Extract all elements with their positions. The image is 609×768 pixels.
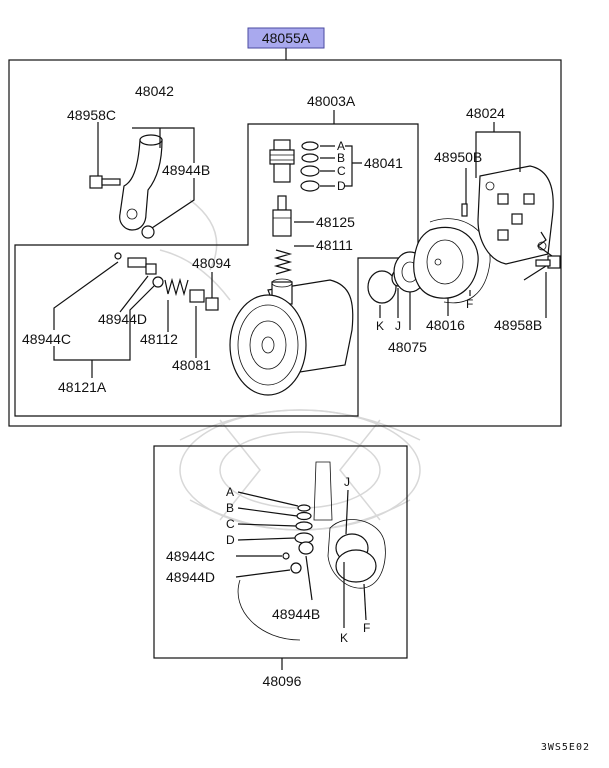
seal-kit-frame: [153, 445, 408, 659]
sub-assembly-part-label[interactable]: 48096: [263, 673, 302, 689]
pin-48081[interactable]: [189, 289, 219, 311]
assembly-part-label[interactable]: 48055A: [247, 27, 325, 49]
label-48081: 48081: [172, 357, 211, 373]
seal-label-D: D: [226, 533, 235, 547]
drawing-code: 3WS5E02: [541, 742, 590, 753]
label-48112: 48112: [140, 331, 178, 347]
label-F: F: [466, 297, 473, 311]
label-48041: 48041: [364, 155, 403, 171]
spring-48112[interactable]: [164, 277, 189, 297]
ring-label-A: A: [337, 139, 345, 153]
seal-label-K: K: [340, 631, 348, 645]
seal-label-48944C: 48944C: [166, 548, 215, 564]
ring-label-B: B: [337, 151, 345, 165]
svg-text:48055A: 48055A: [262, 30, 311, 46]
ring-label-D: D: [337, 179, 346, 193]
o-ring-48944D[interactable]: [152, 276, 164, 288]
label-48950B: 48950B: [434, 149, 482, 165]
seal-kit-parts[interactable]: [237, 461, 386, 641]
label-48958B: 48958B: [494, 317, 542, 333]
seal-label-J: J: [344, 475, 350, 489]
label-J: J: [395, 319, 401, 333]
label-48958C: 48958C: [67, 107, 116, 123]
label-48003A: 48003A: [307, 93, 356, 109]
label-48042: 48042: [135, 83, 174, 99]
pump-cover-48024[interactable]: [477, 165, 554, 265]
seal-label-B: B: [226, 501, 234, 515]
bolt-48958B[interactable]: [535, 255, 561, 269]
label-48016: 48016: [426, 317, 465, 333]
bolt-48958C[interactable]: [89, 175, 121, 189]
cam-ring-48016[interactable]: [413, 226, 479, 299]
seal-label-F: F: [363, 621, 370, 635]
o-rings-A-B-C-D[interactable]: [300, 141, 320, 192]
label-48121A: 48121A: [58, 379, 107, 395]
spring-48111[interactable]: [273, 249, 293, 275]
assembly-frame: [8, 59, 562, 427]
valve-fitting-48041[interactable]: [269, 139, 295, 183]
pump-body-pulley[interactable]: [229, 278, 354, 396]
connector-48944C[interactable]: [114, 252, 157, 275]
seal-label-C: C: [226, 517, 235, 531]
seal-label-A: A: [226, 485, 234, 499]
gasket-K[interactable]: [367, 270, 397, 304]
seal-label-48944B: 48944B: [272, 606, 320, 622]
label-48024: 48024: [466, 105, 505, 121]
label-48944C: 48944C: [22, 331, 71, 347]
label-48944B: 48944B: [162, 162, 210, 178]
ring-label-C: C: [337, 164, 346, 178]
seal-F[interactable]: [429, 218, 491, 304]
seal-label-48944D: 48944D: [166, 569, 215, 585]
label-48094: 48094: [192, 255, 231, 271]
valve-48125[interactable]: [272, 195, 292, 237]
pin-48950B[interactable]: [461, 203, 468, 217]
label-48944D: 48944D: [98, 311, 147, 327]
label-48125: 48125: [316, 214, 355, 230]
hose-fitting-48042[interactable]: [119, 134, 163, 239]
label-48075: 48075: [388, 339, 427, 355]
label-K: K: [376, 319, 384, 333]
label-48111: 48111: [316, 237, 353, 253]
